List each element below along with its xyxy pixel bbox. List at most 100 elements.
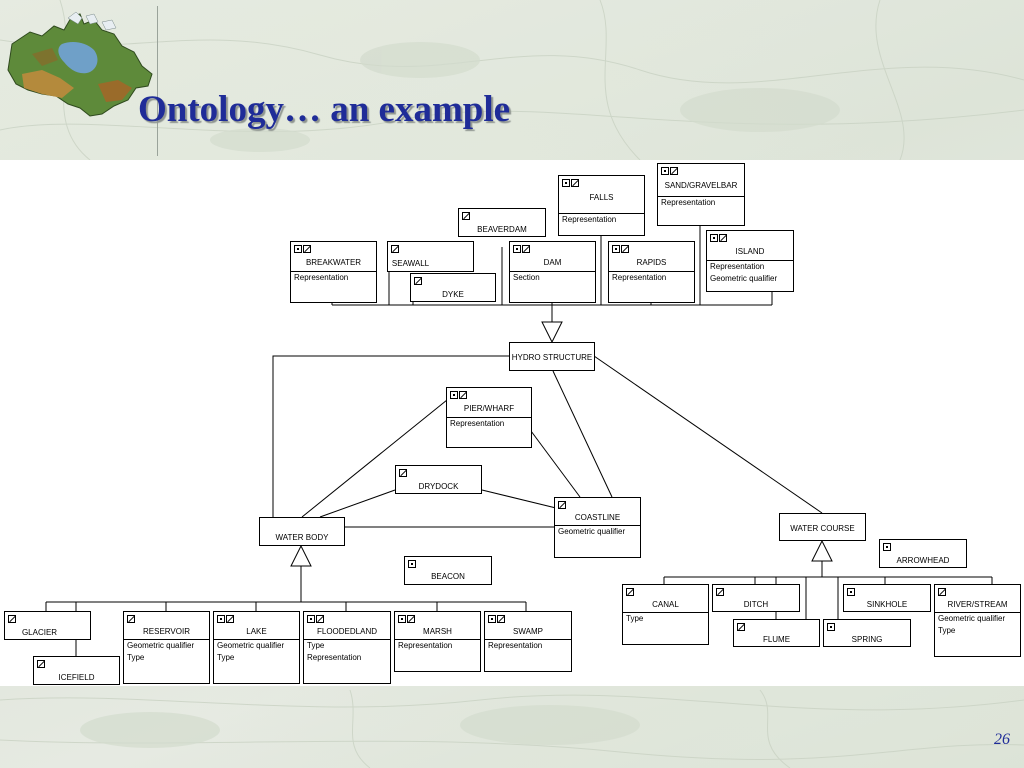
class-name: DRYDOCK (418, 482, 459, 491)
class-beacon[interactable]: BEACON (404, 556, 492, 585)
canada-map-logo (7, 11, 153, 117)
class-river-stream[interactable]: RIVER/STREAM Geometric qualifier Type (934, 584, 1021, 657)
class-ditch[interactable]: DITCH (712, 584, 800, 612)
class-coastline[interactable]: COASTLINE Geometric qualifier (554, 497, 641, 558)
point-icon (827, 623, 835, 631)
class-breakwater[interactable]: BREAKWATER Representation (290, 241, 377, 303)
line-icon (391, 245, 399, 253)
class-canal[interactable]: CANAL Type (622, 584, 709, 645)
class-reservoir[interactable]: RESERVOIR Geometric qualifier Type (123, 611, 210, 684)
slide-title: Ontology… an example (138, 89, 511, 130)
class-marsh[interactable]: MARSH Representation (394, 611, 481, 672)
class-name: LAKE (246, 627, 267, 636)
class-icefield[interactable]: ICEFIELD (33, 656, 120, 685)
point-icon (710, 234, 718, 242)
class-water-body[interactable]: WATER BODY (259, 517, 345, 546)
class-name: COASTLINE (574, 513, 621, 522)
class-name: FLUME (762, 635, 791, 644)
class-rapids[interactable]: RAPIDS Representation (608, 241, 695, 303)
class-name: GLACIER (21, 628, 58, 637)
class-swamp[interactable]: SWAMP Representation (484, 611, 572, 672)
class-arrowhead[interactable]: ARROWHEAD (879, 539, 967, 568)
class-lake[interactable]: LAKE Geometric qualifier Type (213, 611, 300, 684)
class-name: DITCH (743, 600, 769, 609)
point-icon (661, 167, 669, 175)
line-icon (571, 179, 579, 187)
line-icon (497, 615, 505, 623)
line-icon (459, 391, 467, 399)
class-name: BEAVERDAM (477, 225, 527, 234)
line-icon (462, 212, 470, 220)
class-attribute: Geometric qualifier (558, 527, 626, 536)
class-attribute: Representation (612, 273, 667, 282)
class-name: SWAMP (513, 627, 543, 636)
class-attribute: Geometric qualifier (710, 274, 778, 283)
class-name: SPRING (851, 635, 883, 644)
point-icon (847, 588, 855, 596)
point-icon (398, 615, 406, 623)
class-attribute: Representation (488, 641, 543, 650)
line-icon (626, 588, 634, 596)
class-attribute: Representation (710, 262, 765, 271)
class-name: ICEFIELD (58, 673, 95, 682)
class-attribute: Type (217, 653, 235, 662)
class-attribute: Type (938, 626, 956, 635)
class-falls[interactable]: FALLS Representation (558, 175, 645, 236)
class-pier-wharf[interactable]: PIER/WHARF Representation (446, 387, 532, 448)
line-icon (621, 245, 629, 253)
class-drydock[interactable]: DRYDOCK (395, 465, 482, 494)
class-attribute: Representation (661, 198, 716, 207)
class-name: SAND/GRAVELBAR (664, 181, 738, 190)
class-name: BEACON (431, 572, 465, 581)
class-attribute: Representation (294, 273, 349, 282)
class-name: FALLS (589, 193, 614, 202)
line-icon (719, 234, 727, 242)
point-icon (307, 615, 315, 623)
class-attribute: Representation (450, 419, 505, 428)
class-name: RIVER/STREAM (947, 600, 1008, 609)
class-attribute: Type (127, 653, 145, 662)
line-icon (522, 245, 530, 253)
class-attribute: Representation (307, 653, 362, 662)
class-name: RAPIDS (636, 258, 667, 267)
class-seawall[interactable]: SEAWALL (387, 241, 474, 272)
class-name: SEAWALL (391, 259, 430, 268)
class-beaverdam[interactable]: BEAVERDAM (458, 208, 546, 237)
class-attribute: Representation (398, 641, 453, 650)
point-icon (294, 245, 302, 253)
class-dyke[interactable]: DYKE (410, 273, 496, 302)
class-sand-gravel-bar[interactable]: SAND/GRAVELBAR Representation (657, 163, 745, 226)
class-floodedland[interactable]: FLOODEDLAND Type Representation (303, 611, 391, 684)
line-icon (127, 615, 135, 623)
class-attribute: Geometric qualifier (127, 641, 195, 650)
class-name: ARROWHEAD (896, 556, 950, 565)
class-attribute: Type (626, 614, 644, 623)
line-icon (558, 501, 566, 509)
class-name: HYDRO STRUCTURE (511, 353, 593, 362)
class-name: FLOODEDLAND (316, 627, 377, 636)
class-name: DAM (543, 258, 562, 267)
point-icon (450, 391, 458, 399)
line-icon (414, 277, 422, 285)
class-flume[interactable]: FLUME (733, 619, 820, 647)
class-island[interactable]: ISLAND Representation Geometric qualifie… (706, 230, 794, 292)
class-dam[interactable]: DAM Section (509, 241, 596, 303)
class-name: WATER COURSE (790, 524, 855, 533)
line-icon (716, 588, 724, 596)
point-icon (488, 615, 496, 623)
class-hydro-structure[interactable]: HYDRO STRUCTURE (509, 342, 595, 371)
class-attribute: Section (513, 273, 540, 282)
line-icon (226, 615, 234, 623)
point-icon (562, 179, 570, 187)
class-name: PIER/WHARF (463, 404, 515, 413)
class-name: DYKE (442, 290, 464, 299)
class-sinkhole[interactable]: SINKHOLE (843, 584, 931, 612)
class-glacier[interactable]: GLACIER (4, 611, 91, 640)
class-spring[interactable]: SPRING (823, 619, 911, 647)
class-water-course[interactable]: WATER COURSE (779, 513, 866, 541)
line-icon (8, 615, 16, 623)
line-icon (399, 469, 407, 477)
line-icon (938, 588, 946, 596)
class-name: BREAKWATER (305, 258, 362, 267)
